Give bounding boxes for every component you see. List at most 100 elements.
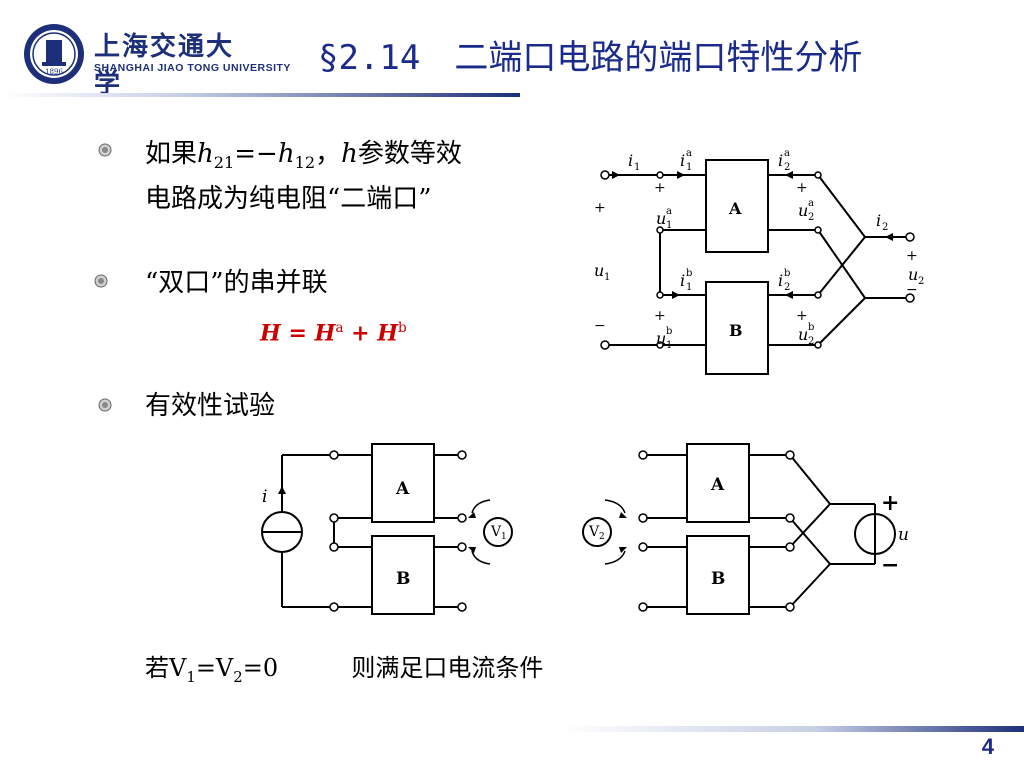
subscript: 1 xyxy=(666,340,672,351)
block-a-label: A xyxy=(395,479,410,499)
plus-sign: + xyxy=(654,308,666,324)
current-arrow-icon xyxy=(785,171,793,179)
bullet-h-parameter: 如果h21=−h12，h参数等效 电路成为纯电阻“二端口” xyxy=(145,136,462,217)
current-arrow-icon xyxy=(278,486,286,494)
university-seal-icon: 1896 xyxy=(24,24,84,84)
superscript: a xyxy=(784,148,790,159)
label-u2b: u xyxy=(798,325,808,344)
voltmeter-v1-label: V xyxy=(490,524,502,540)
minus-sign: − xyxy=(906,282,918,298)
page-title: §2.14 二端口电路的端口特性分析 xyxy=(318,38,863,78)
bullet-icon xyxy=(98,398,112,412)
superscript: a xyxy=(808,198,814,209)
current-arrow-icon xyxy=(612,171,620,179)
superscript: b xyxy=(784,268,790,279)
formula-symbol: H xyxy=(377,320,399,347)
equals-sign: =− xyxy=(234,139,278,169)
symbol-h: h xyxy=(341,139,358,169)
block-b-label: B xyxy=(729,321,743,340)
label-u1a: u xyxy=(656,209,666,228)
bullet-icon xyxy=(94,274,108,288)
label-u2: u xyxy=(908,265,918,284)
superscript: a xyxy=(666,206,672,217)
formula-symbol: H xyxy=(314,320,336,347)
formula-symbol: H xyxy=(260,320,281,347)
minus-sign: − xyxy=(594,318,606,334)
label-u1b: u xyxy=(656,329,666,348)
condition-result: 则满足口电流条件 xyxy=(351,654,544,682)
condition-part: 若V xyxy=(145,654,187,682)
subscript: 21 xyxy=(213,153,235,173)
subscript: 1 xyxy=(666,220,672,231)
subscript: 1 xyxy=(186,667,196,686)
formula-h: H = Ha + Hb xyxy=(260,320,407,346)
plus-sign: + xyxy=(594,200,606,216)
current-arrow-icon xyxy=(785,291,793,299)
seal-year: 1896 xyxy=(45,68,63,76)
plus-sign: + xyxy=(654,180,666,196)
subscript: 2 xyxy=(784,162,790,173)
label-i1a: i xyxy=(680,151,685,170)
arrow-icon xyxy=(619,547,627,553)
symbol-h: h xyxy=(277,139,295,169)
subscript: 2 xyxy=(918,276,924,287)
label-i1b: i xyxy=(680,271,685,290)
superscript: b xyxy=(398,320,407,336)
condition-part: =V xyxy=(195,654,234,682)
bullet-text: 电路成为纯电阻“二端口” xyxy=(145,184,432,215)
diagram-test-current-source: A B i V 1 xyxy=(261,443,513,615)
arrow-icon xyxy=(468,512,476,518)
superscript: a xyxy=(686,148,692,159)
label-i2: i xyxy=(876,211,881,230)
diagram-series-parallel: A B i 1 i 1 a i 2 a + u 1 a + u 2 a + u … xyxy=(594,148,924,375)
symbol-h: h xyxy=(197,139,214,169)
subscript: 2 xyxy=(233,667,243,686)
minus-sign: − xyxy=(881,552,899,578)
plus-sign: + xyxy=(881,490,899,516)
logo-name-en: SHANGHAI JIAO TONG UNIVERSITY xyxy=(94,62,291,74)
superscript: b xyxy=(686,268,692,279)
label-i1: i xyxy=(628,151,633,170)
current-arrow-icon xyxy=(885,233,893,241)
condition-text: 若V1=V2=0 则满足口电流条件 xyxy=(145,648,543,686)
block-a-label: A xyxy=(728,199,742,218)
subscript: 2 xyxy=(808,212,814,223)
label-u1: u xyxy=(594,261,604,280)
university-logo: 1896 上海交通大学 SHANGHAI JIAO TONG UNIVERSIT… xyxy=(22,18,290,99)
subscript: 1 xyxy=(686,282,692,293)
label-i2b: i xyxy=(778,271,783,290)
current-arrow-icon xyxy=(672,291,680,299)
source-current-label: i xyxy=(262,487,267,507)
bullet-text: 参数等效 xyxy=(357,139,462,169)
superscript: b xyxy=(808,322,814,333)
footer-divider xyxy=(560,726,1024,732)
title-divider xyxy=(0,93,520,97)
diagram-test-voltage-source: A B V 2 + u − xyxy=(582,443,909,615)
subscript: 1 xyxy=(634,162,640,173)
formula-op: + xyxy=(343,320,378,347)
source-voltage-label: u xyxy=(898,525,909,545)
current-arrow-icon xyxy=(677,171,685,179)
plus-sign: + xyxy=(796,180,808,196)
label-i2a: i xyxy=(778,151,783,170)
superscript: a xyxy=(335,320,344,336)
subscript: 12 xyxy=(294,153,316,173)
block-b-label: B xyxy=(396,569,410,589)
page-number: 4 xyxy=(981,734,994,759)
block-b-label: B xyxy=(711,569,725,589)
subscript: 2 xyxy=(882,222,888,233)
voltmeter-v2-label: V xyxy=(588,524,600,540)
subscript: 2 xyxy=(599,532,605,542)
subscript: 2 xyxy=(808,336,814,347)
superscript: b xyxy=(666,326,672,337)
subscript: 1 xyxy=(604,272,610,283)
block-a-label: A xyxy=(710,475,725,495)
logo-name-cn: 上海交通大学 xyxy=(94,32,235,99)
bullet-text: 如果 xyxy=(145,139,198,169)
plus-sign: + xyxy=(906,248,918,264)
subscript: 1 xyxy=(686,162,692,173)
plus-sign: + xyxy=(796,308,808,324)
subscript: 1 xyxy=(501,532,507,542)
arrow-icon xyxy=(468,547,476,553)
bullet-icon xyxy=(98,143,112,157)
